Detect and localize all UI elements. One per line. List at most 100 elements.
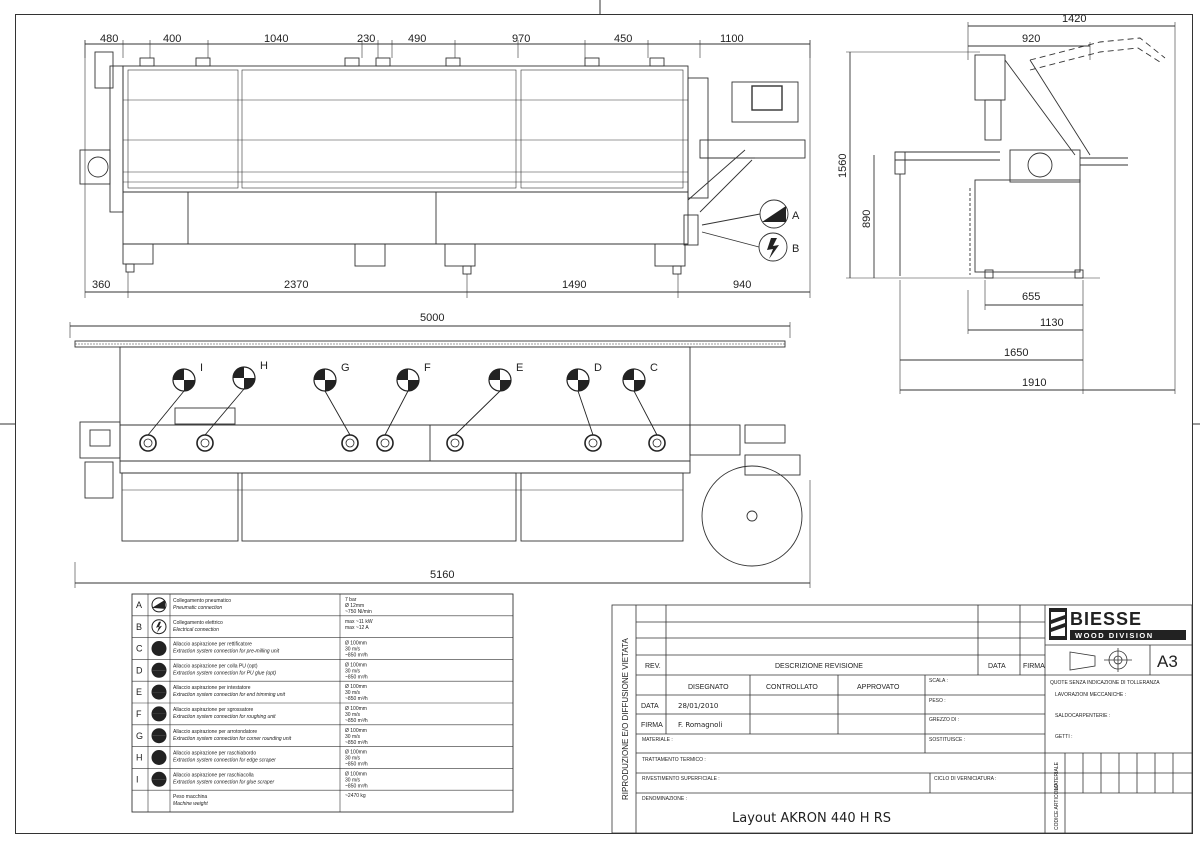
legend-description-it: Collegamento pneumatico [173, 598, 231, 604]
tolerance-item-welding: SALDOCARPENTERIE : [1055, 713, 1110, 719]
legend-spec: ~850 m³/h [345, 674, 368, 680]
revision-date-label: DATA [988, 663, 1006, 670]
legend-key: D [136, 665, 143, 675]
plan-dim-5000: 5000 [420, 312, 444, 324]
legend-spec: Ø 100mm [345, 771, 367, 777]
extraction-marker-label: F [424, 362, 431, 374]
legend-description-en: Extraction system connection for pre-mil… [173, 649, 280, 655]
legend-spec: ~850 m³/h [345, 718, 368, 724]
legend-key: I [136, 774, 139, 784]
legend-spec: 30 m/s [345, 756, 361, 762]
tolerance-title: QUOTE SENZA INDICAZIONE DI TOLLERANZA [1050, 680, 1160, 686]
legend-description-it: Allaccio aspirazione per intestatore [173, 685, 251, 691]
replaces-label: SOSTITUISCE : [929, 737, 965, 743]
legend-key: E [136, 687, 142, 697]
legend-spec: Ø 100mm [345, 728, 367, 734]
side-dim-890: 890 [861, 210, 873, 228]
extraction-marker-label: G [341, 362, 350, 374]
dim-top-7: 450 [614, 33, 632, 45]
dim-top-6: 970 [512, 33, 530, 45]
side-dim-1130: 1130 [1040, 317, 1064, 329]
legend-key: B [136, 622, 142, 632]
dim-bottom-3: 1490 [562, 279, 586, 291]
reproduction-notice: RIPRODUZIONE E/O DIFFUSIONE VIETATA [621, 638, 630, 800]
legend-key: C [136, 644, 143, 654]
plan-dim-5160: 5160 [430, 569, 454, 581]
legend-spec: Ø 12mm [345, 603, 364, 609]
brand-subtitle: WOOD DIVISION [1075, 631, 1154, 640]
legend-spec: ~750 Nl/min [345, 609, 372, 615]
legend-spec: Ø 100mm [345, 706, 367, 712]
front-top-dimension-labels: 480 400 1040 230 490 970 450 1100 [100, 33, 744, 45]
legend-description-en: Machine weight [173, 801, 208, 807]
legend-spec: ~850 m³/h [345, 740, 368, 746]
dim-top-3: 1040 [264, 33, 288, 45]
extraction-marker-e: E [446, 362, 523, 452]
legend-description-en: Extraction system connection for end tri… [173, 692, 286, 698]
legend-description-en: Extraction system connection for roughin… [173, 714, 276, 720]
legend-spec: 30 m/s [345, 712, 361, 718]
weight-label: PESO : [929, 698, 946, 704]
legend-spec: ~850 m³/h [345, 696, 368, 702]
extraction-marker-label: I [200, 362, 203, 374]
legend-description-it: Allaccio aspirazione per arrotondatore [173, 729, 257, 735]
legend-description-en: Extraction system connection for edge sc… [173, 758, 276, 764]
sheet-format: A3 [1157, 652, 1178, 671]
extraction-marker-label: E [516, 362, 523, 374]
legend-description-it: Collegamento elettrico [173, 620, 223, 626]
legend-description-en: Electrical connection [173, 627, 219, 633]
legend-spec: ~850 m³/h [345, 762, 368, 768]
dim-top-4: 230 [357, 33, 375, 45]
rev-label: REV. [645, 663, 661, 670]
extraction-marker-label: H [260, 360, 268, 372]
extraction-marker-g: G [313, 362, 359, 452]
connection-label-a: A [792, 210, 800, 222]
dim-top-5: 490 [408, 33, 426, 45]
legend-key: H [136, 753, 143, 763]
legend-spec: 30 m/s [345, 668, 361, 674]
plan-view [69, 322, 811, 588]
side-dim-1560: 1560 [837, 154, 849, 178]
legend-description-it: Allaccio aspirazione per sgrossatore [173, 707, 254, 713]
side-view [846, 22, 1176, 394]
revision-signature-label: FIRMA [1023, 663, 1045, 670]
painting-cycle-label: CICLO DI VERNICIATURA : [934, 776, 996, 782]
extraction-marker-d: D [566, 362, 602, 452]
legend-spec: ~850 m³/h [345, 783, 368, 789]
front-bottom-dimension-labels: 360 2370 1490 940 [92, 279, 751, 291]
coating-label: RIVESTIMENTO SUPERFICIALE : [642, 776, 720, 782]
drawn-label: DISEGNATO [688, 684, 729, 691]
legend-spec: 7 bar [345, 597, 357, 603]
legend-spec: 30 m/s [345, 777, 361, 783]
side-dim-655: 655 [1022, 291, 1040, 303]
extraction-marker-i: I [139, 362, 203, 452]
dim-top-1: 480 [100, 33, 118, 45]
legend-spec: max ~11 kW [345, 619, 373, 625]
extraction-marker-f: F [376, 362, 431, 452]
drawing-author: F. Romagnoli [678, 721, 722, 729]
legend-description-it: Peso macchina [173, 794, 207, 800]
tolerance-item-castings: GETTI : [1055, 734, 1073, 740]
approved-label: APPROVATO [857, 684, 900, 691]
dim-bottom-4: 940 [733, 279, 751, 291]
legend-spec: 30 m/s [345, 647, 361, 653]
dim-bottom-1: 360 [92, 279, 110, 291]
front-view [79, 40, 811, 298]
designation-label: DENOMINAZIONE : [642, 796, 687, 802]
legend-key: G [136, 731, 143, 741]
connection-label-b: B [792, 243, 799, 255]
legend-spec: 30 m/s [345, 734, 361, 740]
drawing-title: Layout AKRON 440 H RS [732, 811, 891, 826]
legend-description-it: Allaccio aspirazione per raschiabordo [173, 751, 256, 757]
legend-description-en: Extraction system connection for corner … [173, 736, 292, 742]
legend-spec: Ø 100mm [345, 662, 367, 668]
legend-description-en: Extraction system connection for PU glue… [173, 670, 276, 676]
material-side-label: MATERIALE [1054, 761, 1060, 790]
legend-description-en: Extraction system connection for glue sc… [173, 779, 274, 785]
signature-row-label: FIRMA [641, 722, 663, 729]
